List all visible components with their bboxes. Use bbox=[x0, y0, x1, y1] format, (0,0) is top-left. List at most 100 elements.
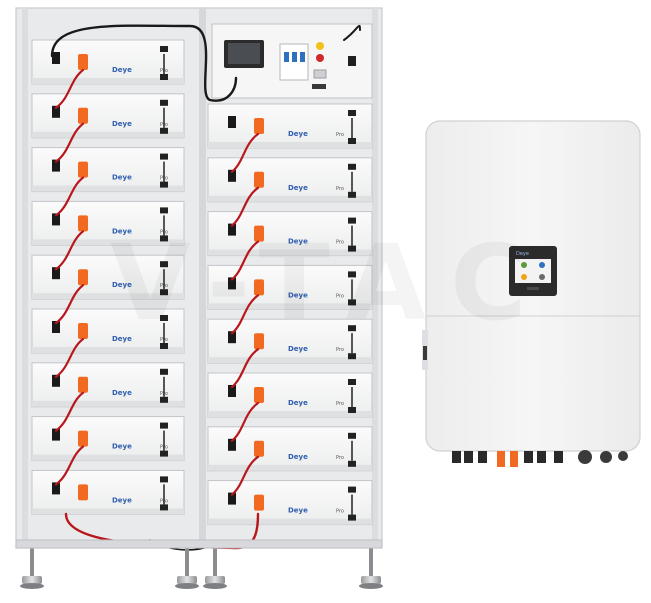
black-terminal-icon bbox=[52, 105, 60, 118]
orange-connector-icon bbox=[254, 118, 264, 134]
module-brand-label: Deye bbox=[288, 130, 308, 138]
orange-connector-icon bbox=[254, 225, 264, 242]
circuit-breaker-icon bbox=[279, 43, 309, 81]
black-terminal-icon bbox=[228, 223, 236, 236]
module-model-label: Pro bbox=[336, 455, 344, 461]
orange-connector-icon bbox=[78, 376, 88, 393]
right-battery-module: Deye Pro bbox=[207, 480, 373, 526]
orange-connector-icon bbox=[78, 107, 88, 124]
orange-connector-icon bbox=[78, 54, 88, 70]
black-terminal-icon bbox=[228, 331, 236, 344]
orange-connector-icon bbox=[254, 387, 264, 403]
module-brand-label: Deye bbox=[112, 120, 132, 128]
module-switch-icon bbox=[160, 153, 168, 160]
module-switch-icon bbox=[160, 422, 168, 429]
module-brand-label: Deye bbox=[112, 389, 132, 397]
hybrid-inverter: Deye bbox=[422, 120, 641, 467]
orange-connector-icon bbox=[254, 333, 264, 350]
red-link-cable bbox=[54, 391, 85, 432]
module-model-label: Pro bbox=[336, 293, 344, 299]
black-terminal-icon bbox=[52, 374, 60, 387]
black-terminal-icon bbox=[52, 52, 60, 64]
control-box bbox=[211, 23, 373, 99]
black-bus-cable bbox=[343, 24, 361, 41]
red-link-cable bbox=[54, 176, 85, 217]
module-brand-label: Deye bbox=[112, 335, 132, 343]
module-brand-label: Deye bbox=[288, 453, 308, 461]
module-brand-label: Deye bbox=[288, 238, 308, 246]
inverter-brand-label: Deye bbox=[516, 251, 529, 257]
module-model-label: Pro bbox=[336, 509, 344, 515]
module-switch-icon bbox=[160, 207, 168, 214]
module-switch-icon bbox=[348, 110, 356, 116]
black-terminal-icon bbox=[52, 213, 60, 226]
black-terminal-icon bbox=[228, 116, 236, 128]
orange-connector-icon bbox=[78, 484, 88, 501]
red-link-cable bbox=[54, 230, 85, 271]
orange-connector-icon bbox=[254, 171, 264, 188]
module-switch-icon bbox=[160, 99, 168, 106]
module-brand-label: Deye bbox=[112, 227, 132, 235]
black-terminal-icon bbox=[228, 492, 236, 505]
black-terminal-icon bbox=[228, 385, 236, 397]
module-brand-label: Deye bbox=[288, 507, 308, 515]
module-brand-label: Deye bbox=[288, 345, 308, 353]
module-switch-icon bbox=[160, 315, 168, 321]
lcd-display-icon: Deye bbox=[509, 246, 557, 296]
orange-connector-icon bbox=[254, 440, 264, 457]
module-switch-icon bbox=[348, 432, 356, 439]
black-terminal-icon bbox=[52, 267, 60, 280]
right-battery-module: Deye Pro bbox=[207, 372, 373, 418]
module-brand-label: Deye bbox=[112, 66, 132, 74]
red-link-cable bbox=[54, 122, 85, 163]
module-switch-icon bbox=[348, 217, 356, 224]
module-model-label: Pro bbox=[336, 347, 344, 353]
black-terminal-icon bbox=[52, 428, 60, 441]
red-link-cable bbox=[230, 240, 260, 281]
module-brand-label: Deye bbox=[112, 443, 132, 451]
black-bus-cable bbox=[50, 24, 238, 102]
yellow-indicator-icon bbox=[316, 42, 324, 50]
module-brand-label: Deye bbox=[288, 291, 308, 299]
black-terminal-icon bbox=[228, 438, 236, 451]
module-switch-icon bbox=[348, 163, 356, 170]
module-switch-icon bbox=[160, 46, 168, 52]
module-switch-icon bbox=[160, 476, 168, 483]
rack-feet bbox=[15, 539, 383, 589]
right-battery-module: Deye Pro bbox=[207, 103, 373, 149]
red-indicator-icon bbox=[316, 54, 324, 62]
module-brand-label: Deye bbox=[112, 174, 132, 182]
red-link-cable bbox=[230, 455, 260, 496]
red-link-cable bbox=[54, 68, 85, 109]
right-battery-module: Deye Pro bbox=[207, 426, 373, 472]
orange-connector-icon bbox=[78, 161, 88, 178]
module-switch-icon bbox=[348, 271, 356, 278]
black-terminal-icon bbox=[52, 321, 60, 333]
red-link-cable bbox=[54, 337, 85, 378]
module-brand-label: Deye bbox=[112, 281, 132, 289]
module-model-label: Pro bbox=[336, 401, 344, 407]
inverter-terminals bbox=[452, 450, 628, 467]
module-model-label: Pro bbox=[336, 186, 344, 192]
module-switch-icon bbox=[348, 325, 356, 332]
black-terminal-icon bbox=[52, 482, 60, 495]
module-switch-icon bbox=[348, 379, 356, 385]
module-switch-icon bbox=[348, 486, 356, 493]
red-link-cable bbox=[54, 284, 85, 325]
module-brand-label: Deye bbox=[288, 399, 308, 407]
module-model-label: Pro bbox=[336, 132, 344, 138]
orange-connector-icon bbox=[254, 494, 264, 511]
orange-connector-icon bbox=[78, 269, 88, 286]
module-switch-icon bbox=[160, 368, 168, 375]
